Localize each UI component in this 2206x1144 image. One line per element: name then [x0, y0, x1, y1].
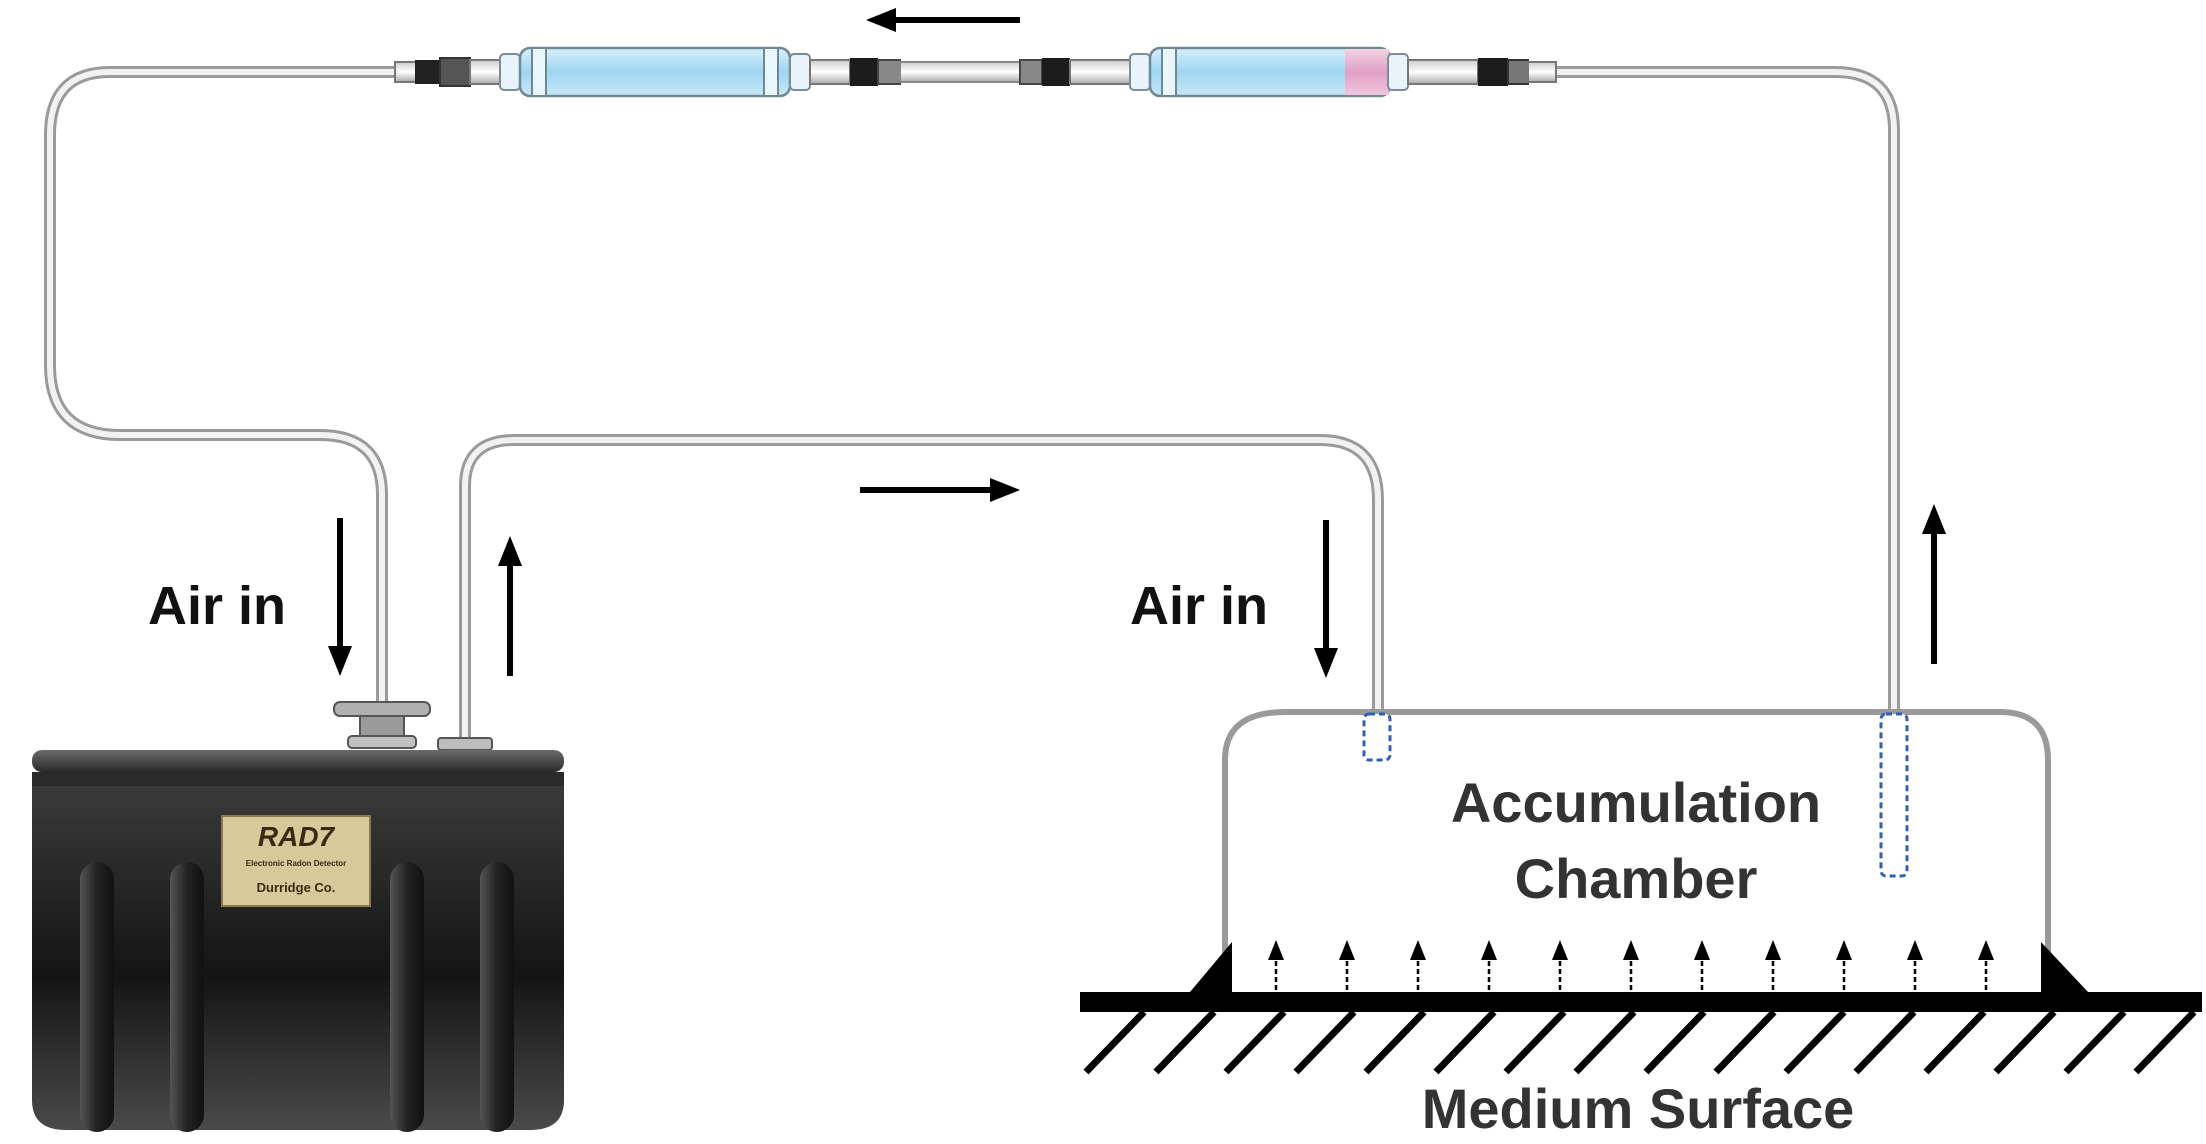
- dashed-up-arrow-icon: [1481, 940, 1497, 990]
- hatch-line: [1853, 1009, 1917, 1075]
- hatch-line: [1083, 1009, 1147, 1075]
- arrow-icon: [866, 8, 1020, 32]
- arrow-icon: [498, 536, 522, 676]
- arrow-icon: [860, 478, 1020, 502]
- rad7-device: RAD7 Electronic Radon Detector Durridge …: [32, 701, 564, 1132]
- rad7-ribs: [80, 862, 514, 1132]
- right-connector: [1407, 58, 1557, 86]
- tube-top-right: [1550, 66, 1900, 712]
- rad7-maker: Durridge Co.: [257, 880, 336, 895]
- hatch-line: [1153, 1009, 1217, 1075]
- hatch-line: [1363, 1009, 1427, 1075]
- dashed-up-arrow-icon: [1907, 940, 1923, 990]
- rad7-plate: RAD7 Electronic Radon Detector Durridge …: [221, 815, 371, 907]
- hatch-line: [1223, 1009, 1287, 1075]
- dashed-up-arrow-icon: [1339, 940, 1355, 990]
- dashed-up-arrow-icon: [1552, 940, 1568, 990]
- rad7-subtitle: Electronic Radon Detector: [246, 859, 346, 868]
- left-connector: [394, 57, 501, 87]
- hatch-line: [1293, 1009, 1357, 1075]
- hatch-line: [1923, 1009, 1987, 1075]
- chamber-label-line1: Accumulation: [1451, 771, 1821, 834]
- outlet-probe: [1879, 712, 1909, 878]
- dashed-up-arrow-icon: [1978, 940, 1994, 990]
- middle-connector: [809, 58, 1131, 86]
- chamber-seal-left: [1190, 942, 1232, 992]
- hatch-line: [1783, 1009, 1847, 1075]
- chamber-label-line2: Chamber: [1515, 847, 1758, 910]
- hatch-line: [1503, 1009, 1567, 1075]
- inlet-probe: [1362, 712, 1392, 762]
- hatch-line: [2063, 1009, 2127, 1075]
- dashed-up-arrow-icon: [1836, 940, 1852, 990]
- dashed-up-arrow-icon: [1410, 940, 1426, 990]
- emanation-arrows: [1268, 940, 1994, 990]
- outlet-nozzle: [437, 737, 493, 751]
- filter-assembly: [394, 46, 1557, 98]
- air-in-label-left: Air in: [148, 576, 286, 636]
- rad7-model: RAD7: [258, 821, 336, 852]
- arrow-icon: [328, 518, 352, 676]
- air-in-label-right: Air in: [1130, 576, 1268, 636]
- dashed-up-arrow-icon: [1268, 940, 1284, 990]
- filter-cylinder-right: [1129, 46, 1409, 98]
- hatch-line: [1713, 1009, 1777, 1075]
- hatch-line: [1643, 1009, 1707, 1075]
- accumulation-chamber: [1190, 709, 2088, 992]
- tubing: [44, 66, 1900, 742]
- hatch-line: [1993, 1009, 2057, 1075]
- medium-surface-label: Medium Surface: [1422, 1077, 1855, 1140]
- arrow-icon: [1922, 504, 1946, 664]
- dashed-up-arrow-icon: [1765, 940, 1781, 990]
- dashed-up-arrow-icon: [1623, 940, 1639, 990]
- hatch-line: [2133, 1009, 2197, 1075]
- ground-line: [1080, 992, 2202, 1012]
- hatch-line: [1573, 1009, 1637, 1075]
- ground-hatching: [1083, 1009, 2197, 1075]
- flow-arrows: [328, 8, 1946, 678]
- filter-cylinder-left: [499, 46, 811, 98]
- chamber-seal-right: [2041, 942, 2088, 992]
- inlet-valve: [333, 701, 431, 749]
- hatch-line: [1433, 1009, 1497, 1075]
- arrow-icon: [1314, 520, 1338, 678]
- rad7-body: [32, 786, 564, 1130]
- ground: [1080, 992, 2202, 1075]
- dashed-up-arrow-icon: [1694, 940, 1710, 990]
- chamber-outline: [1222, 709, 2051, 990]
